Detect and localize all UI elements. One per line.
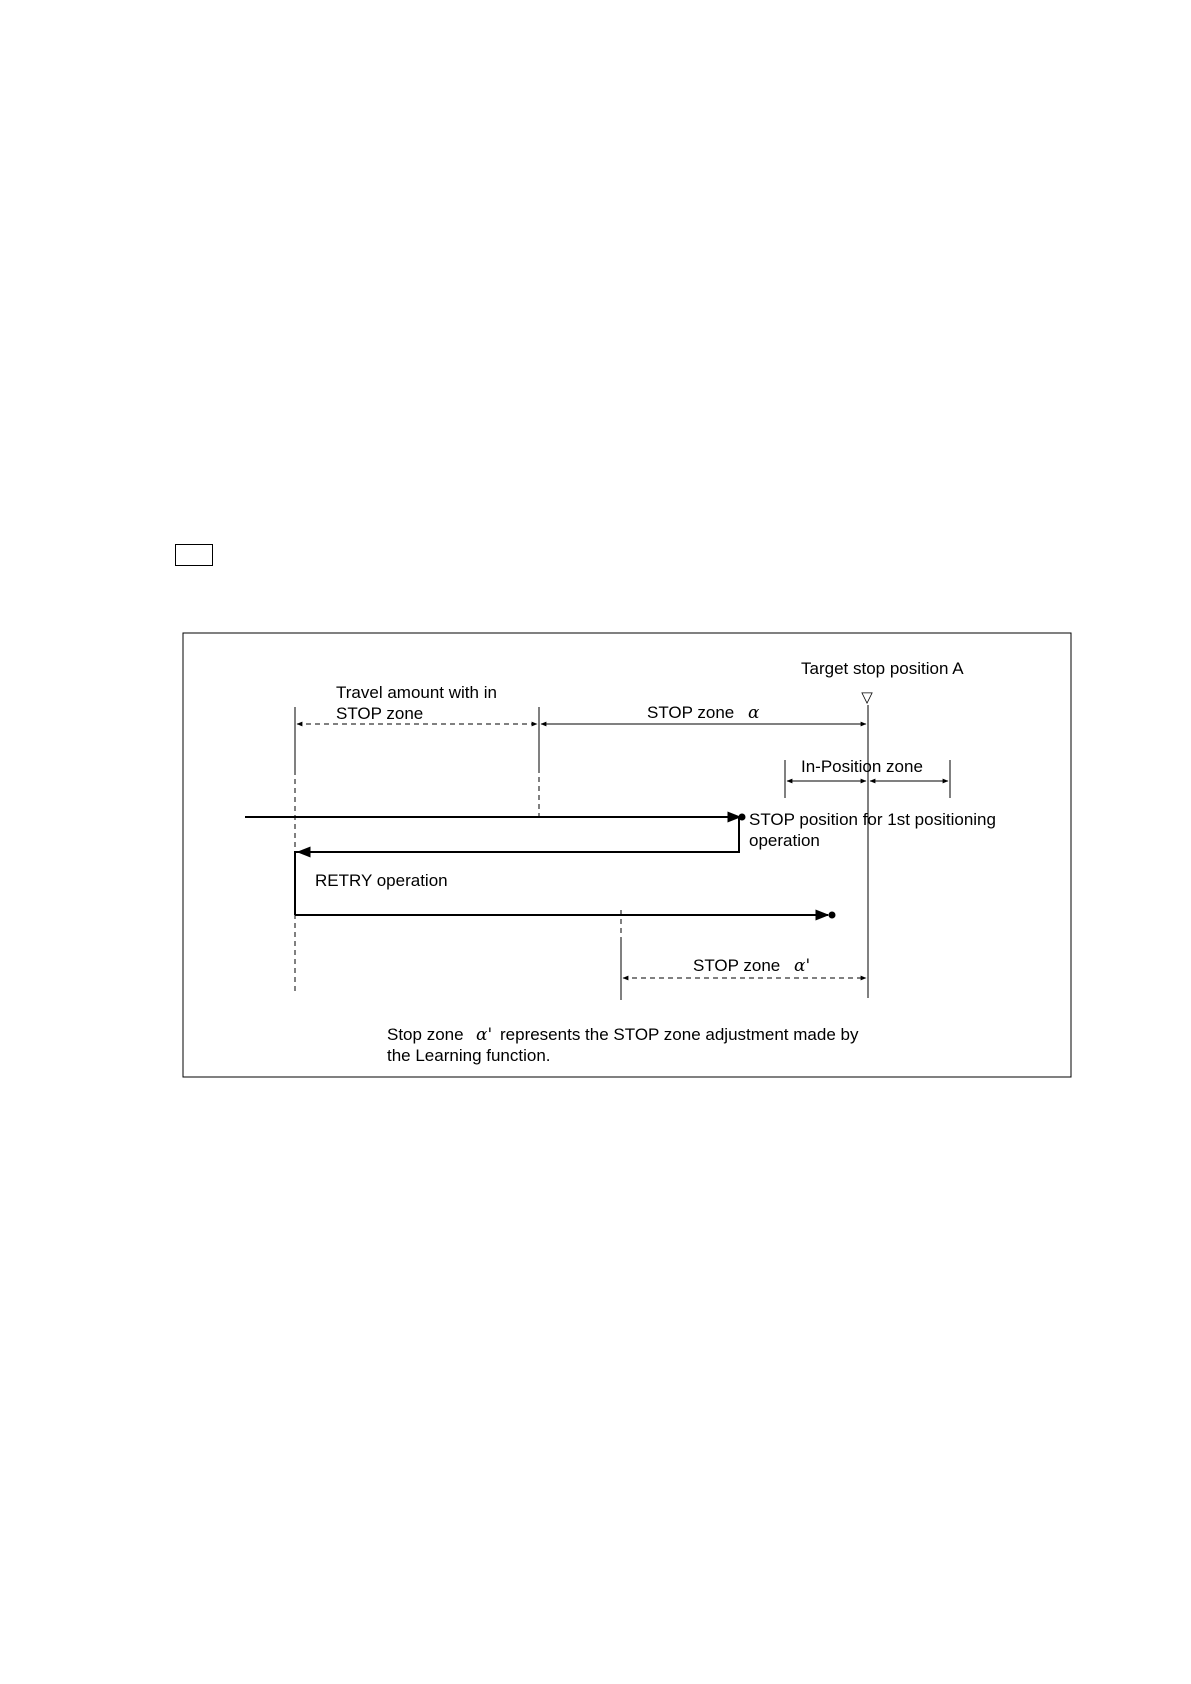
stop-position-label-line2: operation	[749, 831, 820, 850]
stop-position-label-line1: STOP position for 1st positioning	[749, 810, 996, 829]
target-stop-label: Target stop position A	[801, 659, 964, 678]
diagram-frame	[183, 633, 1071, 1077]
travel-amount-label-line1: Travel amount with in	[336, 683, 497, 702]
target-triangle-icon: ▽	[861, 688, 873, 706]
retry-return-path	[295, 817, 739, 915]
note-line1-post: represents the STOP zone adjustment made…	[500, 1025, 859, 1044]
in-position-zone-label: In-Position zone	[801, 757, 923, 776]
stop-zone-alpha: α	[748, 703, 760, 723]
stop-zone-prime-label: STOP zone	[693, 956, 780, 975]
stop-zone-label: STOP zone	[647, 703, 734, 722]
note-line1-pre: Stop zone	[387, 1025, 464, 1044]
note-line2: the Learning function.	[387, 1046, 551, 1065]
retry-stop-point	[829, 912, 836, 919]
travel-amount-label-line2: STOP zone	[336, 704, 423, 723]
note-alpha: α'	[476, 1025, 492, 1045]
retry-operation-label: RETRY operation	[315, 871, 448, 890]
stop-zone-prime-alpha: α'	[794, 956, 810, 976]
